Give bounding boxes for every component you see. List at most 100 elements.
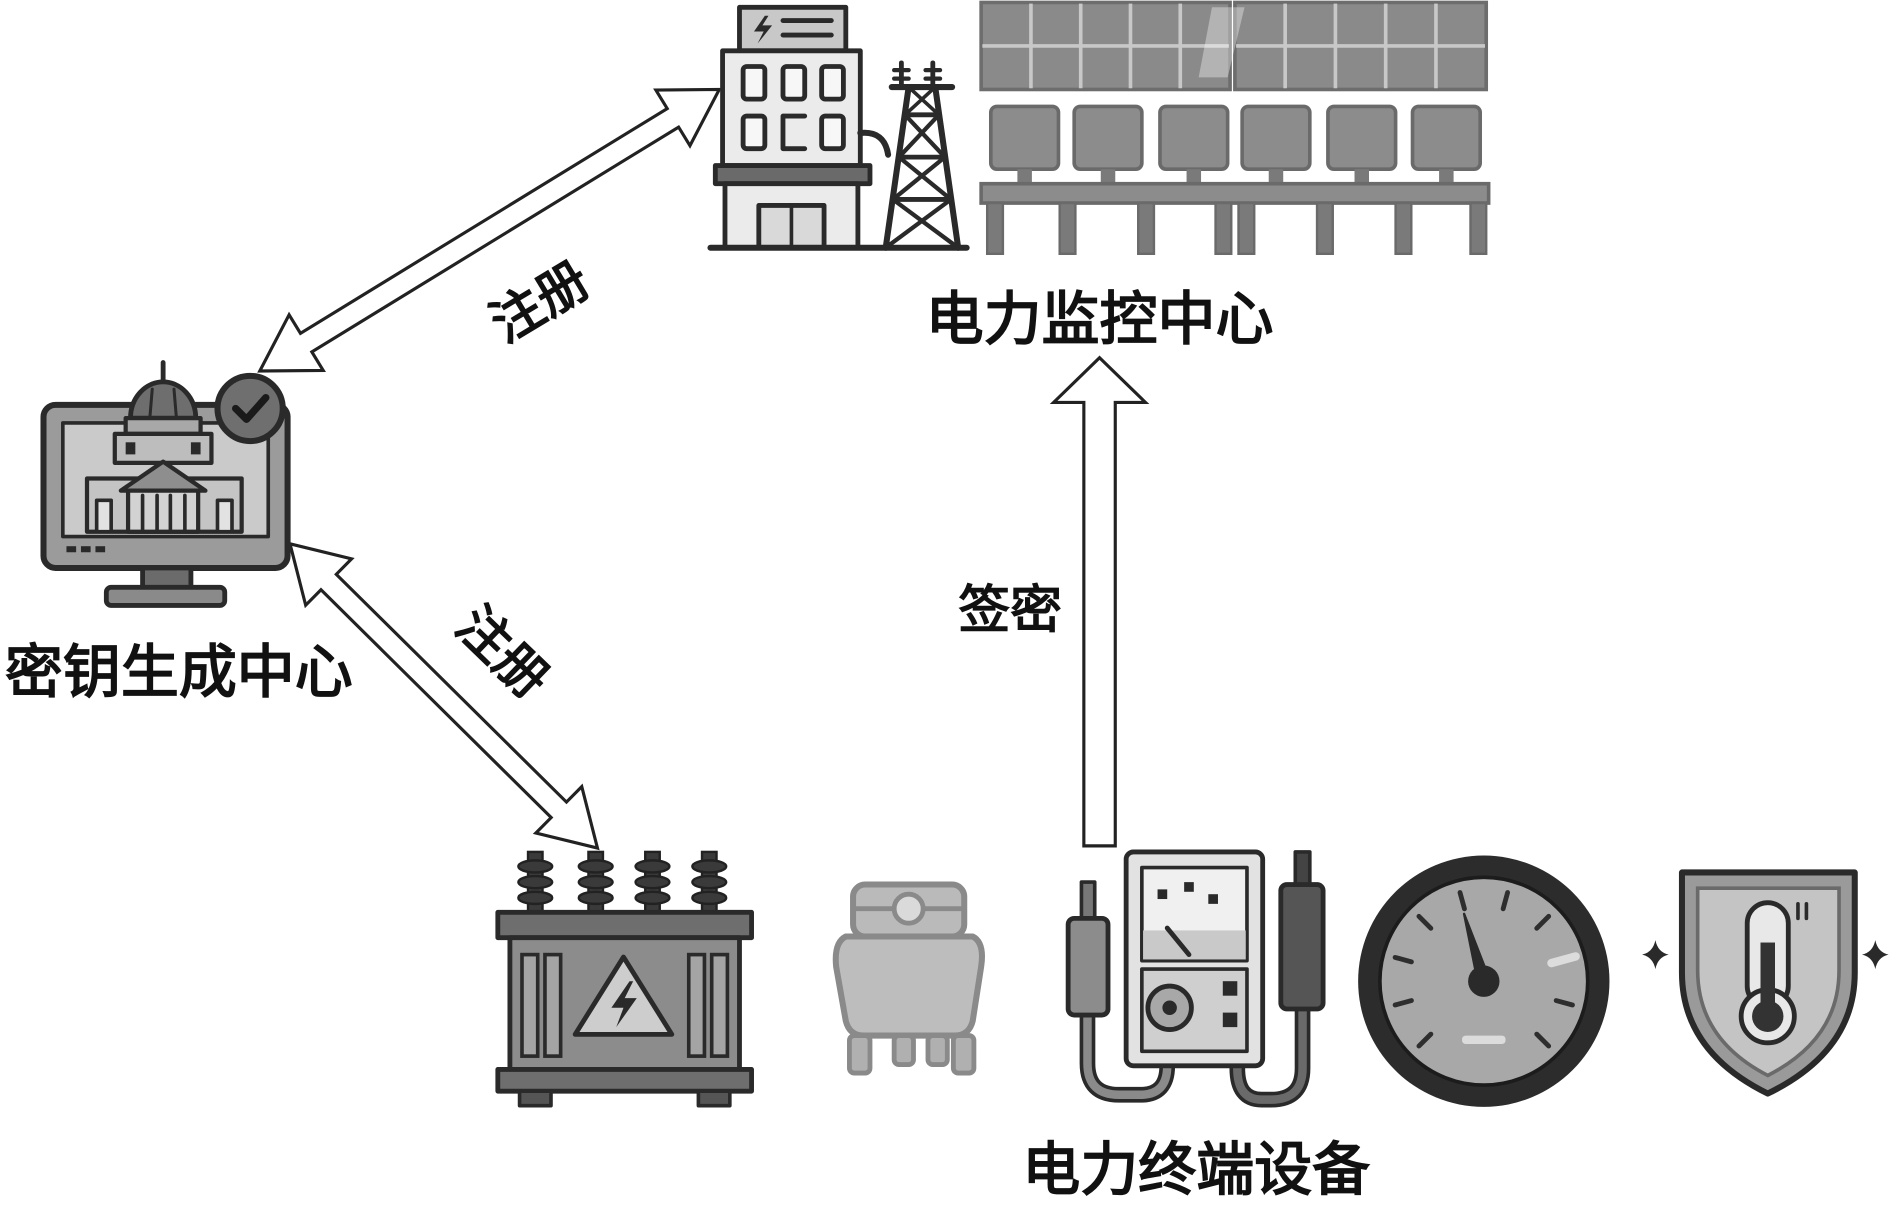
radiator-fins <box>520 952 730 1058</box>
gauge-readout <box>1462 1035 1506 1045</box>
gauge-tick <box>1416 1031 1434 1049</box>
gauge-tick <box>1553 998 1575 1008</box>
panel-stem <box>1268 169 1284 184</box>
bushings <box>517 850 728 914</box>
transmission-tower-icon <box>707 60 970 251</box>
panel-module <box>988 104 1061 172</box>
tower-brace <box>902 112 948 160</box>
plant-window <box>740 113 768 152</box>
gauge-tick <box>1534 913 1552 931</box>
tower-brace <box>883 197 954 250</box>
panel-leg <box>985 201 1005 256</box>
drum <box>123 416 203 436</box>
panel-leg <box>1214 201 1233 256</box>
power-monitoring-center-label: 电力监控中心 <box>926 285 1274 353</box>
plug-icon <box>832 881 985 1076</box>
plug-prong <box>925 1033 950 1067</box>
panel-module <box>1240 104 1312 172</box>
upper-window <box>190 442 201 455</box>
panel-modules <box>988 104 1482 172</box>
dome-rib <box>172 387 178 420</box>
signcryption-arrow-terminal-to-monitoring-center <box>1049 355 1150 848</box>
meter-dial-center <box>1162 1000 1177 1016</box>
panel-module <box>1072 104 1144 172</box>
tower-brace <box>896 155 954 202</box>
solar-panel-left <box>979 0 1232 92</box>
panel-module <box>1326 104 1398 172</box>
plug-prong <box>950 1033 977 1076</box>
plant-sign <box>737 4 849 54</box>
probe-handle-left <box>1065 915 1111 1018</box>
plug-prong <box>891 1033 916 1067</box>
radiator-fin <box>709 952 730 1058</box>
probe-tip-right <box>1293 850 1312 888</box>
tower-brace <box>896 112 941 160</box>
plug-cap-hole <box>891 891 926 926</box>
sparkle-icon <box>1862 940 1889 970</box>
transformer-foot <box>696 1089 732 1108</box>
bushing <box>577 850 614 914</box>
gauge-tick <box>1416 913 1434 931</box>
meter-needle <box>1164 925 1192 958</box>
panel-legs <box>985 201 1488 256</box>
register-label-lower: 注册 <box>444 595 561 711</box>
panel-stem <box>1439 169 1454 184</box>
probe-cable-right-core <box>1233 1001 1307 1104</box>
thermometer-mercury <box>1760 942 1776 1018</box>
tower-brace <box>890 197 961 250</box>
wing-window <box>215 498 234 534</box>
bushing <box>517 850 554 914</box>
transformer-icon <box>495 850 754 1108</box>
panel-stem <box>1186 169 1202 184</box>
panel-module <box>1158 104 1230 172</box>
panel-leg <box>1058 201 1077 256</box>
power-plant-icon <box>712 4 892 251</box>
transformer-base <box>495 1066 754 1094</box>
panel-stem <box>1100 169 1116 184</box>
bushing <box>634 850 671 914</box>
gauge-tick <box>1392 998 1414 1008</box>
gauge-tick-highlight <box>1547 952 1580 968</box>
arrows <box>257 87 1150 851</box>
meter-button <box>1222 1012 1238 1028</box>
panel-stem <box>1017 169 1032 184</box>
transformer-foot <box>517 1089 553 1108</box>
government-building-icon <box>84 360 244 534</box>
plug-prong <box>847 1033 873 1076</box>
government-monitor-check-icon <box>40 360 291 608</box>
panel-stem <box>1354 169 1370 184</box>
signcryption-label: 签密 <box>958 580 1062 641</box>
panel-leg <box>1137 201 1156 256</box>
panel-glint <box>1198 7 1245 78</box>
meter-button <box>1222 981 1238 996</box>
radiator-fin <box>686 952 707 1058</box>
panel-leg <box>1315 201 1334 256</box>
panel-leg <box>1394 201 1413 256</box>
panel-leg <box>1237 201 1256 256</box>
plant-window <box>819 64 846 102</box>
thermometer-shield-icon <box>1642 869 1889 1097</box>
plant-pipe <box>857 129 892 158</box>
register-arrow-key-center-to-monitoring-center <box>257 87 722 373</box>
dome <box>128 379 199 421</box>
labels: 电力监控中心 密钥生成中心 电力终端设备 注册 注册 签密 <box>5 249 1371 1203</box>
tower-leg <box>932 84 962 251</box>
display-mark <box>1157 889 1168 900</box>
display-mark <box>1208 894 1218 904</box>
monitor-dot <box>80 546 91 553</box>
probe-handle-right <box>1278 882 1326 1012</box>
gauge-tick <box>1392 954 1414 965</box>
meter-display-band <box>1143 930 1246 960</box>
high-voltage-icon <box>611 981 637 1028</box>
key-generation-center-label: 密钥生成中心 <box>5 638 353 706</box>
plant-window <box>780 113 808 152</box>
gauge-ticks <box>1392 890 1575 1049</box>
panel-stems <box>1017 169 1454 184</box>
multimeter-icon <box>1065 849 1326 1108</box>
portico <box>125 488 201 534</box>
upper-window <box>125 442 136 455</box>
solar-panel-right <box>1233 0 1489 92</box>
register-arrow-key-center-to-terminal-devices <box>287 541 600 851</box>
